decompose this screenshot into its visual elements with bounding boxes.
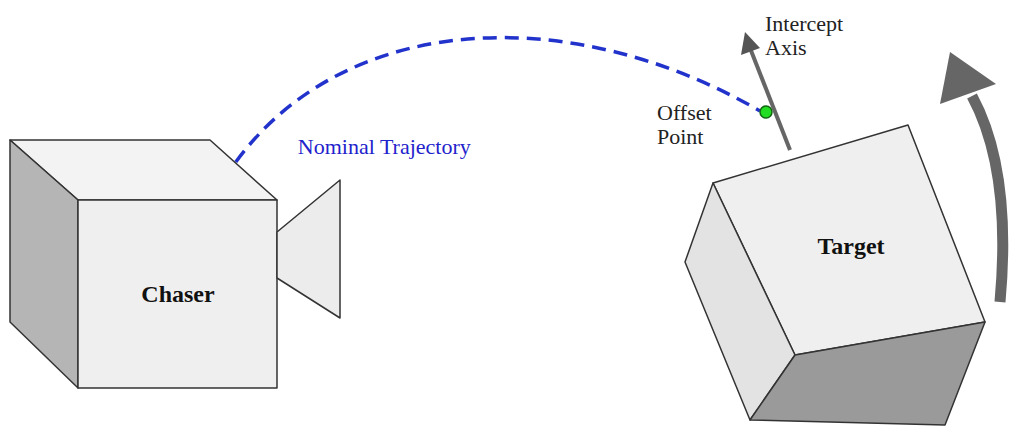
node-label: Target [817, 233, 884, 259]
offset-dot [760, 106, 772, 118]
edge-label: Nominal Trajectory [298, 135, 471, 159]
cube-face [277, 180, 340, 318]
intercept-axis [750, 48, 790, 150]
node-label: Offset Point [657, 101, 743, 149]
rotation-arrow [972, 96, 1003, 302]
cube-face [10, 140, 78, 388]
node-outline [683, 118, 989, 428]
target-cube: Target [683, 118, 989, 428]
node-outline [759, 105, 773, 119]
node-label: Chaser [141, 281, 214, 307]
node-outline [8, 138, 348, 390]
trajectory-connector [236, 38, 760, 162]
offset-point: Offset Point [759, 105, 773, 119]
axis-label: Intercept Axis [765, 12, 869, 60]
cube-face [78, 200, 277, 388]
cube-face [750, 322, 985, 425]
chaser-cube: Chaser [8, 138, 348, 390]
rotation-arrowhead [940, 52, 996, 104]
axis-arrowhead [741, 32, 760, 55]
